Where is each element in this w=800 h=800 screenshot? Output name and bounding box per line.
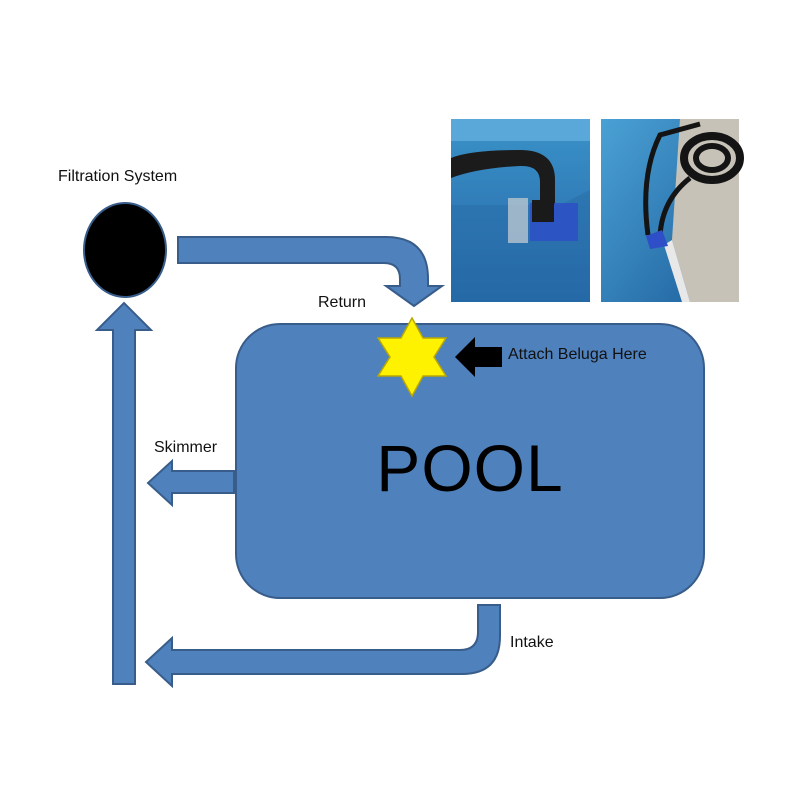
filtration-system-shape — [83, 202, 167, 298]
attach-pointer-arrow-icon — [455, 337, 502, 377]
pool-shape — [235, 323, 705, 599]
attach-beluga-label: Attach Beluga Here — [508, 346, 647, 363]
beluga-attached-photo — [601, 119, 744, 302]
skimmer-label: Skimmer — [154, 439, 218, 456]
filtration-feed-arrow — [94, 301, 154, 685]
beluga-attach-star-icon — [376, 316, 448, 398]
pool-title: POOL — [376, 431, 564, 505]
return-fitting-photo — [451, 119, 590, 302]
intake-label: Intake — [510, 634, 554, 651]
intake-arrow — [144, 604, 501, 689]
skimmer-arrow — [146, 458, 235, 508]
filtration-system-label: Filtration System — [58, 168, 178, 185]
return-label: Return — [318, 294, 367, 311]
return-arrow — [177, 236, 446, 308]
